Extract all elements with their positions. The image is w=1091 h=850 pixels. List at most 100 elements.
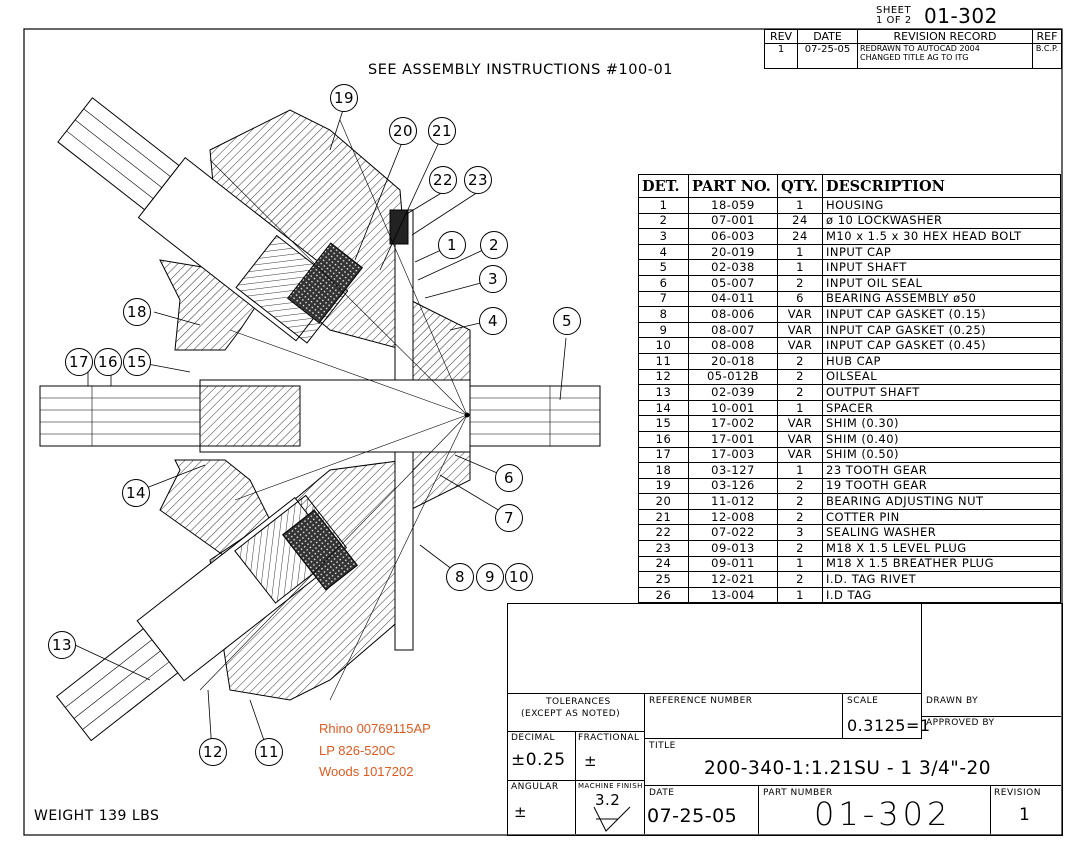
revision-header-row: REV DATE REVISION RECORD REF <box>764 29 1062 44</box>
det-cell: 5 <box>638 259 689 276</box>
part-no-cell: 12-021 <box>688 571 778 588</box>
title-value: 200-340-1:1.21SU - 1 3/4"-20 <box>704 758 992 779</box>
rev-date-cell: 07-25-05 <box>797 43 858 69</box>
part-no-cell: 09-013 <box>688 540 778 557</box>
part-no-cell: 05-012B <box>688 368 778 386</box>
callout-18: 18 <box>123 298 151 326</box>
qty-cell: 2 <box>777 571 823 588</box>
det-cell: 23 <box>638 540 689 557</box>
callout-8: 8 <box>446 563 474 591</box>
description-cell: M18 X 1.5 BREATHER PLUG <box>822 555 1061 573</box>
description-cell: HOUSING <box>822 197 1061 214</box>
title-block-frame <box>507 603 1063 836</box>
callout-1: 1 <box>438 231 466 259</box>
part-no-cell: 04-011 <box>688 290 778 308</box>
description-cell: M10 x 1.5 x 30 HEX HEAD BOLT <box>822 228 1061 245</box>
callout-13: 13 <box>48 631 76 659</box>
det-cell: 20 <box>638 493 689 510</box>
description-cell: INPUT OIL SEAL <box>822 274 1061 292</box>
det-cell: 9 <box>638 321 689 339</box>
det-cell: 3 <box>638 228 689 245</box>
surface-finish-icon <box>593 806 631 832</box>
description-cell: I.D. TAG RIVET <box>822 571 1061 588</box>
qty-cell: VAR <box>777 337 823 354</box>
rev-record-cell: REDRAWN TO AUTOCAD 2004 CHANGED TITLE AG… <box>857 43 1033 69</box>
det-cell: 26 <box>638 586 689 604</box>
part-no-cell: 17-002 <box>688 415 778 432</box>
description-cell: INPUT CAP GASKET (0.25) <box>822 321 1061 339</box>
logo-area <box>507 603 922 694</box>
revision-value: 1 <box>1019 805 1031 825</box>
description-cell: INPUT CAP GASKET (0.45) <box>822 337 1061 354</box>
date-header: DATE <box>797 29 858 44</box>
tolerances-label: TOLERANCES <box>546 697 611 707</box>
det-cell: 10 <box>638 337 689 354</box>
parts-header-row: DET. PART NO. QTY. DESCRIPTION <box>638 174 1061 198</box>
fractional-value: ± <box>584 752 598 770</box>
callout-21: 21 <box>428 117 456 145</box>
det-cell: 16 <box>638 430 689 448</box>
part-number-label: PART NUMBER <box>763 788 833 798</box>
qty-cell: 1 <box>777 259 823 276</box>
qty-cell: 1 <box>777 243 823 261</box>
rev-cell: 1 <box>764 43 798 69</box>
part-no-cell: 07-001 <box>688 212 778 230</box>
description-cell: M18 X 1.5 LEVEL PLUG <box>822 540 1061 557</box>
det-cell: 1 <box>638 197 689 214</box>
callout-12: 12 <box>199 738 227 766</box>
reference-number-label: REFERENCE NUMBER <box>649 696 753 706</box>
qty-cell: 24 <box>777 228 823 245</box>
sheet-label: SHEET <box>876 5 912 16</box>
det-cell: 19 <box>638 477 689 495</box>
description-cell: INPUT SHAFT <box>822 259 1061 276</box>
cross-ref-lp: LP 826-520C <box>319 743 396 758</box>
det-cell: 11 <box>638 352 689 370</box>
det-cell: 13 <box>638 384 689 401</box>
description-cell: SPACER <box>822 399 1061 417</box>
callout-10: 10 <box>505 563 533 591</box>
description-cell: SHIM (0.40) <box>822 430 1061 448</box>
sheet-of: 1 OF 2 <box>876 15 912 26</box>
scale-value: 0.3125=1 <box>847 716 931 735</box>
callout-2: 2 <box>480 231 508 259</box>
callout-20: 20 <box>389 117 417 145</box>
part-no-cell: 20-018 <box>688 352 778 370</box>
rev-record-line1: REDRAWN TO AUTOCAD 2004 <box>860 44 980 53</box>
det-cell: 14 <box>638 399 689 417</box>
qty-cell: 2 <box>777 493 823 510</box>
callout-22: 22 <box>429 166 457 194</box>
det-header: DET. <box>638 174 689 198</box>
qty-cell: 2 <box>777 540 823 557</box>
angular-label: ANGULAR <box>511 782 559 792</box>
qty-cell: 24 <box>777 212 823 230</box>
cross-ref-rhino: Rhino 00769115AP <box>319 721 431 736</box>
callout-9: 9 <box>476 563 504 591</box>
description-cell: SEALING WASHER <box>822 524 1061 542</box>
det-cell: 6 <box>638 274 689 292</box>
det-cell: 15 <box>638 415 689 432</box>
assembly-note: SEE ASSEMBLY INSTRUCTIONS #100-01 <box>368 62 673 78</box>
description-cell: INPUT CAP GASKET (0.15) <box>822 306 1061 323</box>
part-no-cell: 18-059 <box>688 197 778 214</box>
rev-record-line2: CHANGED TITLE AG TO ITG <box>860 53 969 62</box>
date-label: DATE <box>649 788 675 798</box>
cross-ref-woods: Woods 1017202 <box>319 764 414 779</box>
qty-cell: 6 <box>777 290 823 308</box>
qty-cell: VAR <box>777 430 823 448</box>
det-cell: 8 <box>638 306 689 323</box>
